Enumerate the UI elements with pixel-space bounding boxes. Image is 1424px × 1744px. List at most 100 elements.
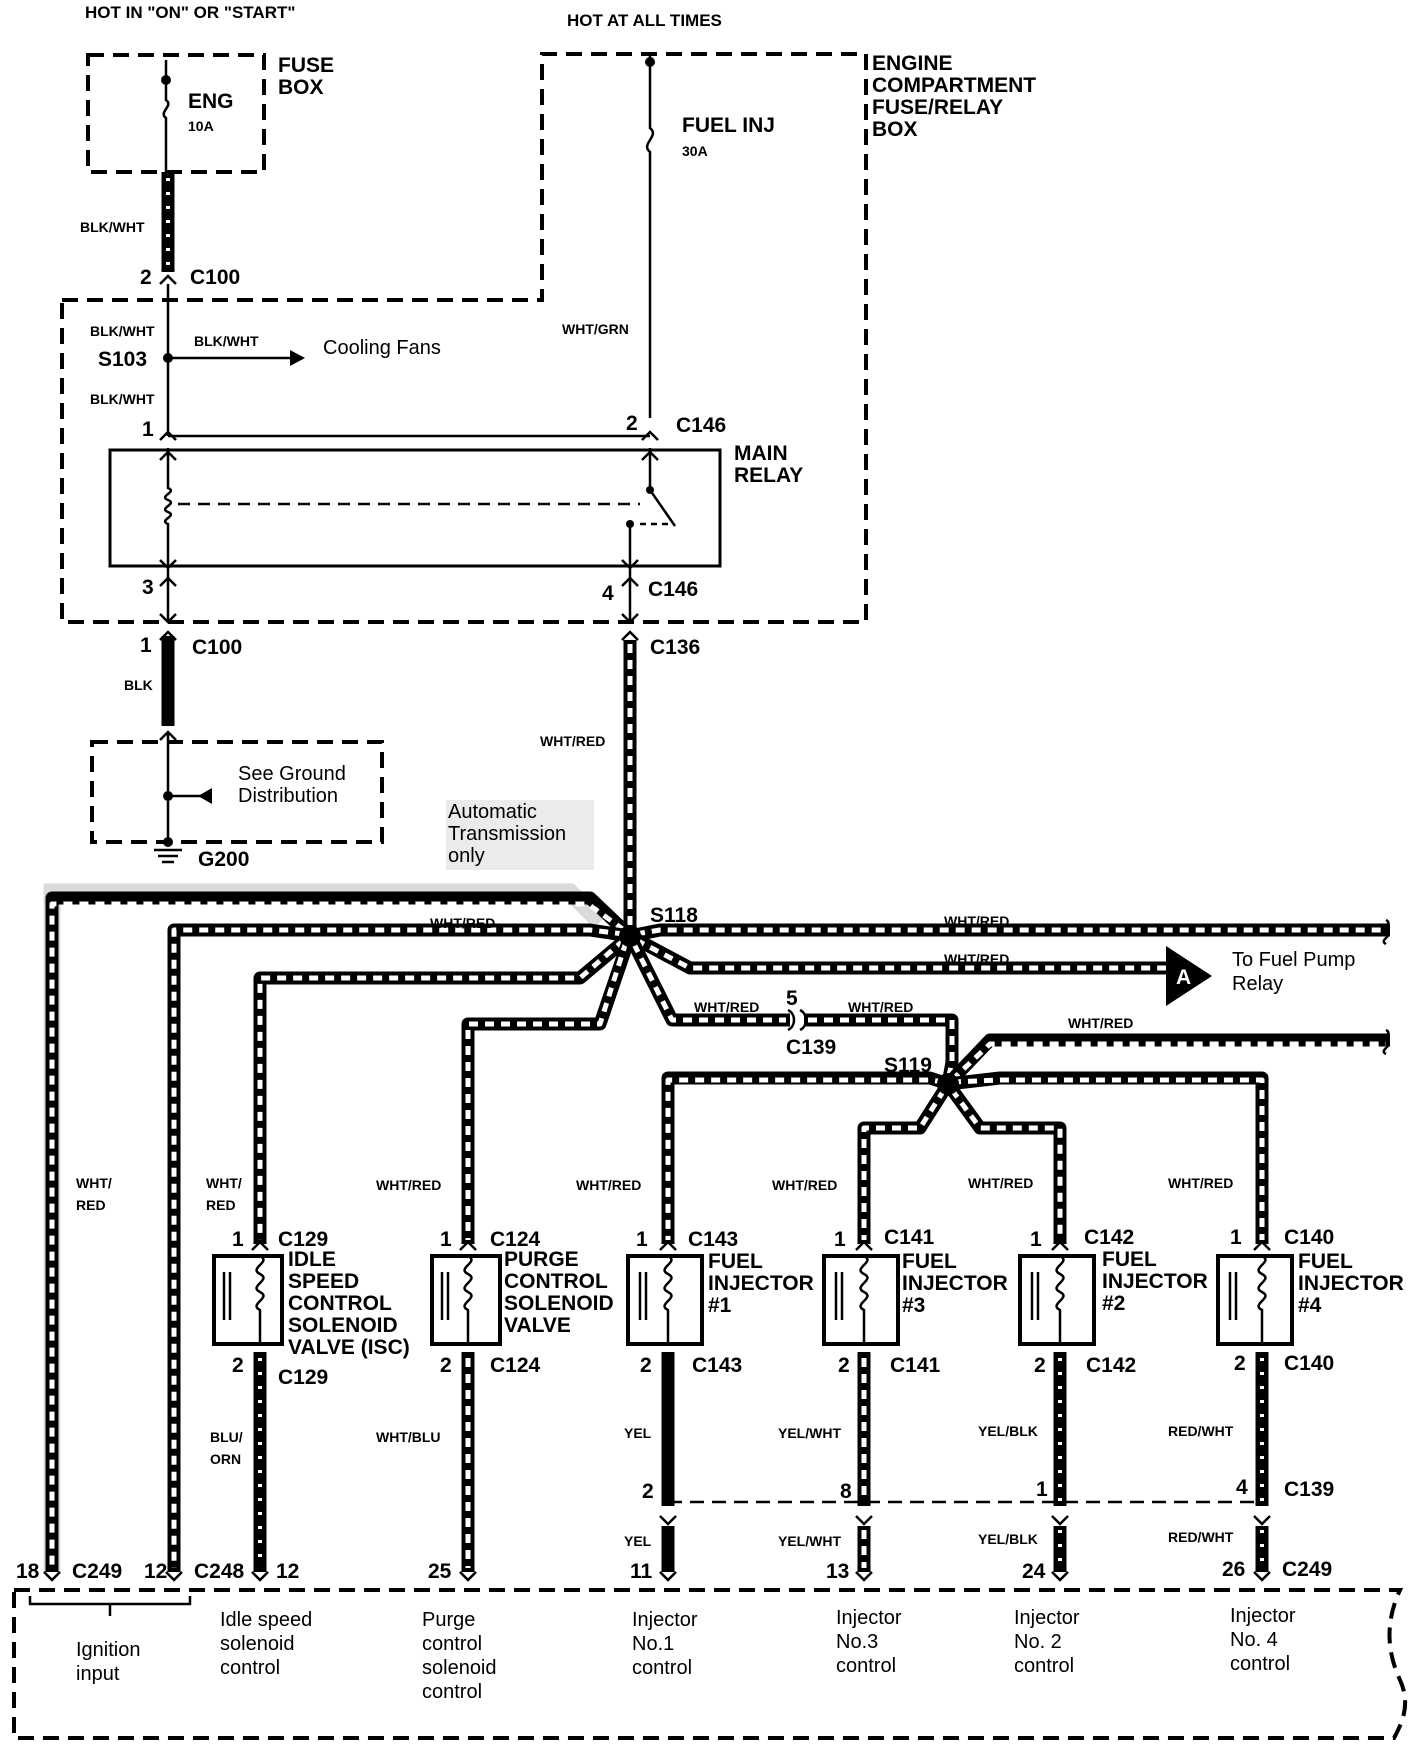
orn-label: ORN bbox=[210, 1451, 241, 1467]
c129-label-bottom: C129 bbox=[278, 1366, 328, 1389]
inj4-line-1: FUEL bbox=[1298, 1250, 1353, 1273]
yel-wht-label-bottom: YEL/WHT bbox=[778, 1533, 841, 1549]
ecm-pin-11: 11 bbox=[630, 1560, 653, 1583]
ignition-input-2: input bbox=[76, 1663, 120, 1685]
inj2-line-2: INJECTOR bbox=[1102, 1270, 1208, 1293]
inj1-control-2: No.1 bbox=[632, 1633, 674, 1655]
red-wht-label-bottom: RED/WHT bbox=[1168, 1529, 1234, 1545]
s119-label: S119 bbox=[884, 1054, 932, 1077]
pin-1-c100: 1 bbox=[140, 634, 152, 657]
c140-label-top: C140 bbox=[1284, 1226, 1334, 1249]
pin-2-c100: 2 bbox=[140, 266, 152, 289]
c142-label-bottom: C142 bbox=[1086, 1354, 1136, 1377]
inj2-line-3: #2 bbox=[1102, 1292, 1125, 1315]
isc-line-5: VALVE (ISC) bbox=[288, 1336, 410, 1359]
ecm-pin-12-b: 12 bbox=[276, 1560, 299, 1583]
blk-wht-label-1: BLK/WHT bbox=[80, 219, 145, 235]
inj1-line-2: INJECTOR bbox=[708, 1272, 814, 1295]
yel-blk-label-bottom: YEL/BLK bbox=[978, 1531, 1038, 1547]
purge-line-1: PURGE bbox=[504, 1248, 579, 1271]
yel-label-top: YEL bbox=[624, 1425, 652, 1441]
inj4-pin-1: 1 bbox=[1230, 1226, 1242, 1249]
c124-label-top: C124 bbox=[490, 1228, 541, 1251]
c249-label-left: C249 bbox=[72, 1560, 122, 1583]
ecm-pin-13: 13 bbox=[826, 1560, 849, 1583]
wht-red-label-purge: WHT/RED bbox=[376, 1177, 441, 1193]
blk-wht-label-3: BLK/WHT bbox=[90, 391, 155, 407]
c139-pin-2: 2 bbox=[642, 1480, 654, 1503]
c143-label-bottom: C143 bbox=[692, 1354, 742, 1377]
blk-wht-label-4: BLK/WHT bbox=[194, 333, 259, 349]
inj1-pin-1: 1 bbox=[636, 1228, 648, 1251]
ecm-box: 18 C249 12 C248 12 25 11 13 24 26 C249 I… bbox=[12, 1558, 1408, 1740]
to-fuel-pump-label-2: Relay bbox=[1232, 973, 1283, 995]
purge-control-3: solenoid bbox=[422, 1657, 497, 1679]
blu-label: BLU/ bbox=[210, 1429, 243, 1445]
c141-label-bottom: C141 bbox=[890, 1354, 941, 1377]
wht-red-label-b1: WHT/RED bbox=[430, 915, 495, 931]
purge-valve: 1 C124 PURGE CONTROL SOLENOID VALVE 2 C1… bbox=[430, 1228, 614, 1377]
purge-line-4: VALVE bbox=[504, 1314, 571, 1337]
inj3-control-3: control bbox=[836, 1655, 896, 1677]
red-label-ign: RED bbox=[76, 1197, 106, 1213]
control-wires bbox=[253, 1352, 1269, 1572]
wht-red-label-inj1: WHT/RED bbox=[576, 1177, 641, 1193]
arrow-a-label: A bbox=[1176, 966, 1191, 989]
inj2-control-2: No. 2 bbox=[1014, 1631, 1062, 1653]
hot-on-start-label: HOT IN "ON" OR "START" bbox=[85, 3, 295, 22]
c139-pin-8: 8 bbox=[840, 1480, 852, 1503]
fuse-box: FUSE BOX ENG 10A bbox=[86, 53, 334, 174]
purge-control-4: control bbox=[422, 1681, 482, 1703]
c139-label-bottom: C139 bbox=[1284, 1478, 1334, 1501]
c129-label-top: C129 bbox=[278, 1228, 328, 1251]
red-wht-label-top: RED/WHT bbox=[1168, 1423, 1234, 1439]
fuel-injector-4: 1 C140 FUEL INJECTOR #4 2 C140 bbox=[1216, 1226, 1404, 1375]
fuel-inj-fuse-name: FUEL INJ bbox=[682, 114, 775, 137]
purge-pin-2: 2 bbox=[440, 1354, 452, 1377]
wht-red-label-trunk: WHT/RED bbox=[540, 733, 605, 749]
isc-pin-1: 1 bbox=[232, 1228, 244, 1251]
purge-line-3: SOLENOID bbox=[504, 1292, 614, 1315]
inj3-line-3: #3 bbox=[902, 1294, 925, 1317]
purge-pin-1: 1 bbox=[440, 1228, 452, 1251]
main-relay: MAIN RELAY bbox=[108, 442, 803, 570]
pin-1-relay: 1 bbox=[142, 418, 154, 441]
fuel-inj-fuse-rating: 30A bbox=[682, 143, 708, 159]
wht-red-label-b5: WHT/RED bbox=[848, 999, 913, 1015]
idle-control-2: solenoid bbox=[220, 1633, 295, 1655]
c141-label-top: C141 bbox=[884, 1226, 935, 1249]
main-relay-title-2: RELAY bbox=[734, 464, 803, 487]
fuel-injector-1: 1 C143 FUEL INJECTOR #1 2 C143 bbox=[626, 1228, 814, 1377]
idle-control-1: Idle speed bbox=[220, 1609, 312, 1631]
c249-label-right: C249 bbox=[1282, 1558, 1332, 1581]
wht-red-label-b4: WHT/RED bbox=[694, 999, 759, 1015]
ecm-pin-12-a: 12 bbox=[144, 1560, 167, 1583]
wht-red-label-b3: WHT/RED bbox=[944, 951, 1009, 967]
isc-line-2: SPEED bbox=[288, 1270, 359, 1293]
inj4-control-1: Injector bbox=[1230, 1605, 1296, 1627]
inj3-pin-1: 1 bbox=[834, 1228, 846, 1251]
ecm-pin-25: 25 bbox=[428, 1560, 452, 1583]
purge-control-1: Purge bbox=[422, 1609, 475, 1631]
red-label-isc: RED bbox=[206, 1197, 236, 1213]
inj3-line-1: FUEL bbox=[902, 1250, 957, 1273]
isc-valve: 1 C129 IDLE SPEED CONTROL SOLENOID VALVE… bbox=[212, 1228, 410, 1389]
wht-red-label-inj3: WHT/RED bbox=[772, 1177, 837, 1193]
eng-fuse-name: ENG bbox=[188, 90, 234, 113]
yel-wht-label-top: YEL/WHT bbox=[778, 1425, 841, 1441]
main-relay-title-1: MAIN bbox=[734, 442, 788, 465]
ignition-input-1: Ignition bbox=[76, 1639, 141, 1661]
inj4-pin-2: 2 bbox=[1234, 1352, 1246, 1375]
ground-label-2: Distribution bbox=[238, 785, 338, 807]
inj3-control-1: Injector bbox=[836, 1607, 902, 1629]
purge-control-2: control bbox=[422, 1633, 482, 1655]
pin-3-relay: 3 bbox=[142, 576, 154, 599]
blk-wht-label-2: BLK/WHT bbox=[90, 323, 155, 339]
inj3-pin-2: 2 bbox=[838, 1354, 850, 1377]
c139-pin-1: 1 bbox=[1036, 1478, 1048, 1501]
yel-blk-label-top: YEL/BLK bbox=[978, 1423, 1038, 1439]
fuse-box-title-2: BOX bbox=[278, 76, 324, 99]
wht-label-isc: WHT/ bbox=[206, 1175, 242, 1191]
inj2-line-1: FUEL bbox=[1102, 1248, 1157, 1271]
ecm-pin-26: 26 bbox=[1222, 1558, 1245, 1581]
